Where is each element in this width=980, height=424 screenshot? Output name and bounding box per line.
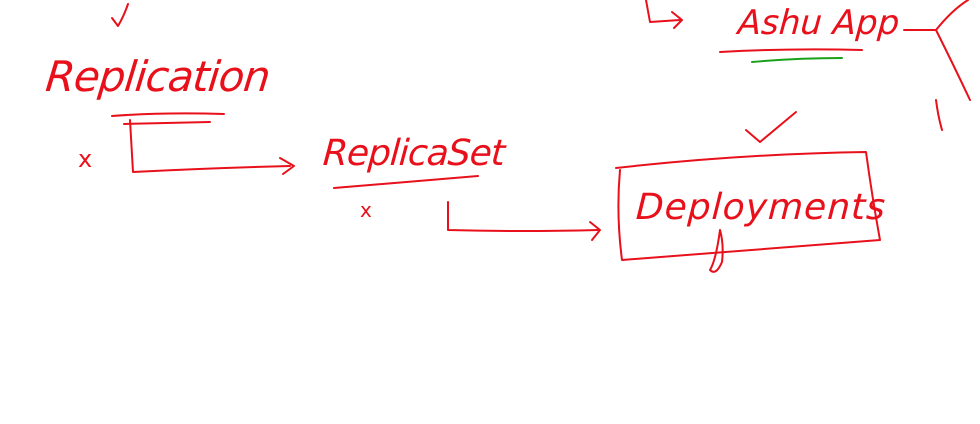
connector-replicaset-deployments: [447, 201, 599, 232]
node-ashu-app: Ashu App: [736, 3, 901, 43]
underline-ashu-app: [719, 48, 863, 53]
arrow-into-ashu-app: [645, 0, 683, 29]
deployments-descender: [709, 229, 724, 273]
node-replicaset: ReplicaSet: [321, 133, 506, 174]
green-underline-ashu-app: [751, 57, 843, 63]
arrowhead-deployments: [589, 221, 601, 241]
node-replication: Replication: [43, 52, 272, 101]
cross-mark-replication: x: [78, 145, 93, 173]
cross-mark-replicaset: x: [360, 198, 372, 222]
check-mark-icon: [745, 111, 797, 143]
arrowhead-replicaset: [279, 157, 295, 175]
edge-strokes-right: [903, 0, 971, 131]
deployments-box: [615, 151, 881, 261]
connector-replication-replicaset: [129, 119, 291, 173]
arrow-stub-top-left: [111, 3, 129, 27]
node-deployments: Deployments: [634, 187, 888, 228]
underline-replication: [111, 112, 225, 117]
underline-replicaset: [333, 175, 479, 189]
connector-tick: [123, 121, 211, 125]
